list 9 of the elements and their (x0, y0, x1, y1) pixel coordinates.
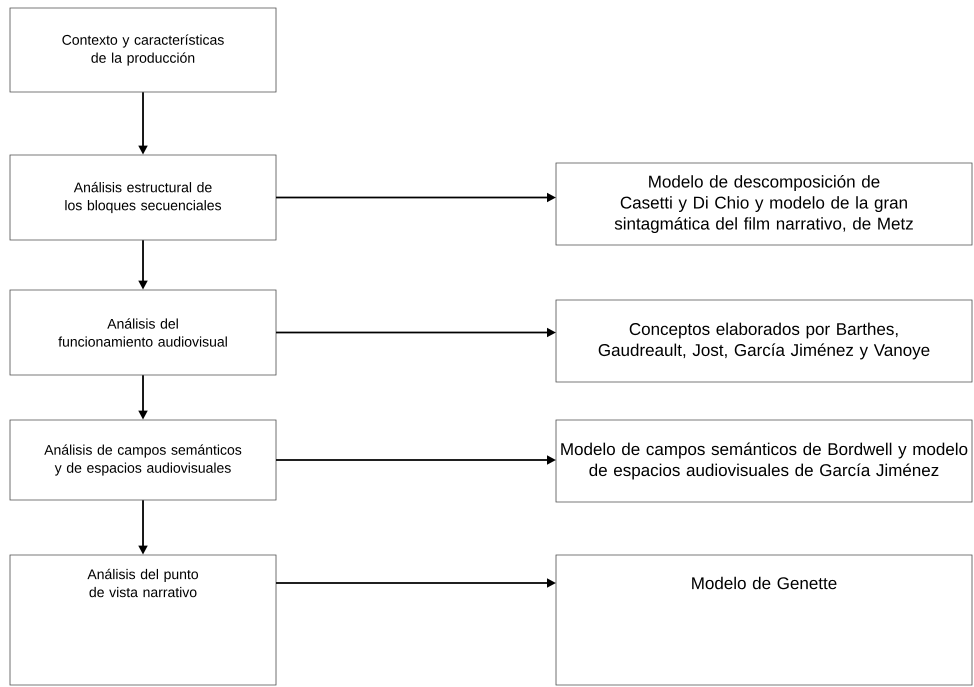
process-box: Modelo de Genette (556, 554, 972, 686)
process-box: Conceptos elaborados por Barthes, Gaudreault, Jost, García Jiménez y Vanoye (556, 300, 972, 382)
process-box: Análisis de campos semánticos y de espacios audiovisuales (10, 420, 276, 500)
process-box: Contexto y características de la producción (10, 8, 276, 92)
process-box: Análisis del punto de vista narrativo (10, 554, 276, 686)
process-box: Modelo de descomposición de Casetti y Di Chio y modelo de la gran sintagmática del film narrativo, de Metz (556, 162, 972, 246)
process-box: Análisis estructural de los bloques secuenciales (10, 154, 276, 240)
process-box: Modelo de campos semánticos de Bordwell y modelo de espacios audiovisuales de García Jiménez (556, 420, 972, 502)
process-box: Análisis del funcionamiento audiovisual (10, 290, 276, 376)
